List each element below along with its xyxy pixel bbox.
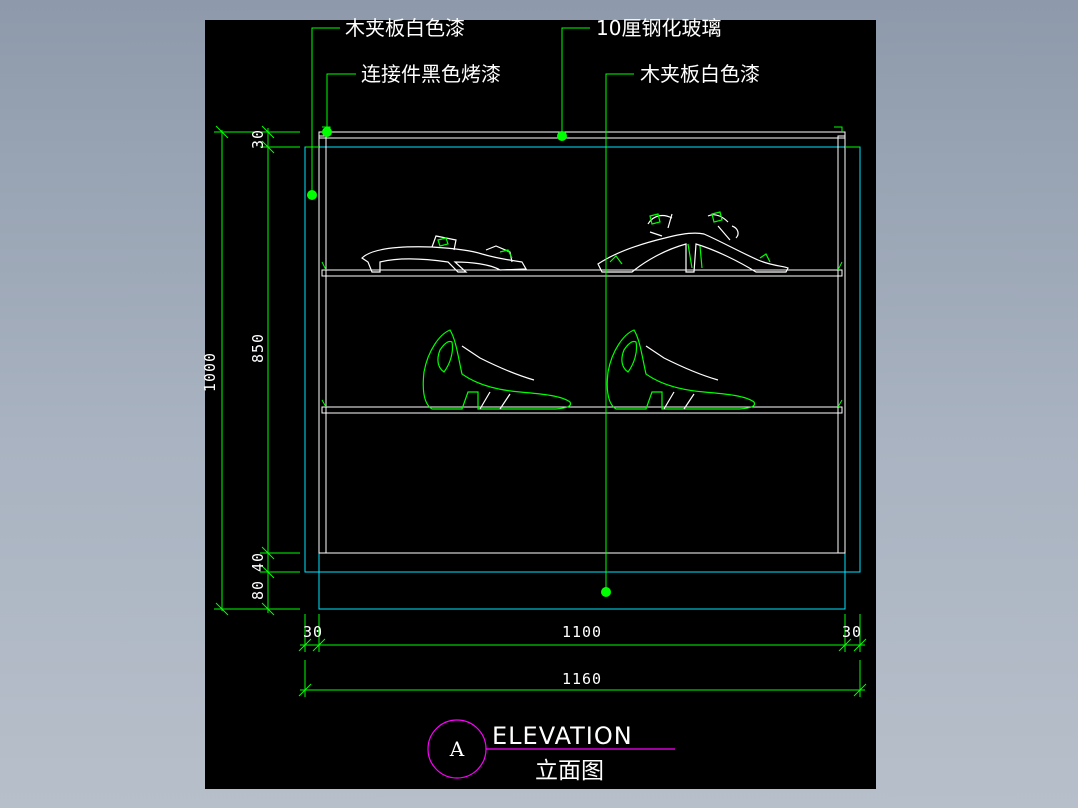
dim-right-side: 30	[842, 623, 862, 641]
leader-connector	[326, 73, 356, 132]
title-marker: A	[449, 737, 465, 761]
sandal-drawing	[361, 235, 528, 273]
dim-base-80: 80	[249, 580, 267, 600]
dim-shelf-height: 850	[249, 333, 267, 363]
leader-dot	[307, 190, 317, 200]
annotation-top-left: 木夹板白色漆	[345, 16, 465, 40]
leader-dot	[601, 587, 611, 597]
leader-dot	[557, 131, 567, 141]
annotation-connector: 连接件黑色烤漆	[361, 62, 501, 86]
annotation-glass: 10厘钢化玻璃	[596, 16, 721, 40]
dimension-lines	[214, 125, 867, 697]
leader-dot	[322, 127, 332, 137]
dim-left-side: 30	[303, 623, 323, 641]
shelf-brackets	[321, 261, 843, 408]
dim-top: 30	[249, 129, 267, 149]
pump-shoe-drawing	[606, 329, 756, 410]
title-block: A ELEVATION 立面图	[427, 719, 675, 784]
annotation-right: 木夹板白色漆	[640, 62, 760, 86]
leader-right	[605, 73, 634, 592]
display-cabinet	[304, 126, 861, 610]
leader-glass	[561, 27, 590, 136]
title-chinese: 立面图	[535, 758, 604, 784]
dim-overall-height: 1000	[201, 352, 219, 392]
dim-inner-width: 1100	[562, 623, 602, 641]
drawing-sheet	[205, 20, 876, 789]
leader-dots	[307, 127, 611, 597]
dim-overall-width: 1160	[562, 670, 602, 688]
strappy-sandal-drawing	[597, 211, 789, 273]
title-english: ELEVATION	[492, 722, 633, 750]
glass-shelf-lower	[321, 406, 843, 414]
annotation-leaders	[311, 27, 634, 592]
top-panel	[318, 131, 846, 139]
dim-base-40: 40	[249, 552, 267, 572]
glass-shelf-upper	[321, 269, 843, 277]
pump-shoe-drawing	[422, 329, 572, 410]
leader-top-left	[311, 27, 340, 195]
